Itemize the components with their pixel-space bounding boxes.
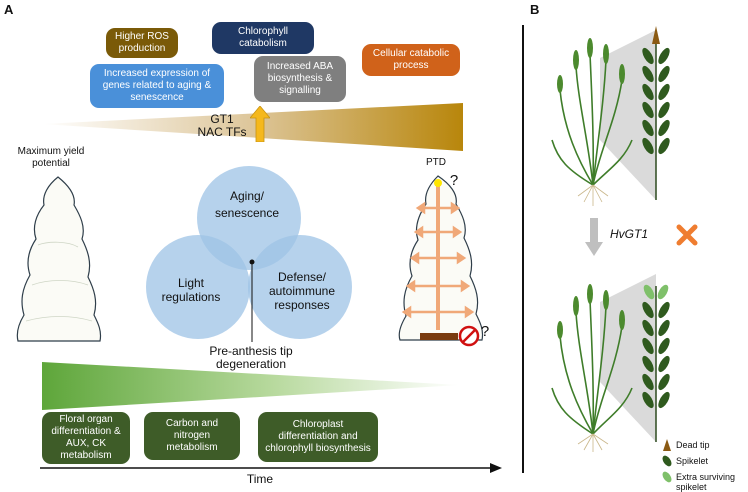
chlorophyll-box: Chlorophyll catabolism <box>212 22 314 54</box>
venn-diagram <box>146 166 352 342</box>
barley-plant-top <box>551 26 670 206</box>
down-arrow-icon <box>585 218 603 256</box>
left-spike-image <box>16 176 102 342</box>
dead-tip-dot <box>434 179 442 187</box>
venn-light-label: Light regulations <box>161 276 221 304</box>
venn-light <box>146 235 250 339</box>
green-wedge <box>42 362 460 410</box>
pre-anthesis-label: Pre-anthesis tip degeneration <box>209 344 293 371</box>
time-axis-arrow <box>40 463 502 473</box>
up-arrow-icon <box>250 106 270 142</box>
ptd-arrows <box>401 201 475 319</box>
panel-b-label: B <box>530 2 540 17</box>
venn-aging-label: Aging/ senescence <box>214 189 280 220</box>
aging-gradient-wedge <box>42 103 463 410</box>
time-label: Time <box>246 472 274 486</box>
ptd-question-bottom: ? <box>480 323 490 340</box>
legend-spikelet-icon <box>662 455 672 467</box>
carbon-box: Carbon and nitrogen metabolism <box>144 412 240 460</box>
venn-defense-label: Defense/ autoimmune responses <box>268 270 336 312</box>
barley-plant-bottom <box>551 274 670 452</box>
genes-box: Increased expression of genes related to… <box>90 64 224 108</box>
ptd-base-bar <box>420 333 458 340</box>
knockout-x-icon <box>676 224 698 246</box>
chloroplast-box: Chloroplast differentiation and chloroph… <box>258 412 378 462</box>
nac-label: NAC TFs <box>197 125 247 139</box>
cellular-box: Cellular catabolic process <box>362 44 460 76</box>
legend-spikelet-label: Spikelet <box>676 456 709 466</box>
ptd-question-top: ? <box>449 172 459 189</box>
dead-tip-marker-top <box>652 26 660 44</box>
legend-extra-spikelet-icon <box>662 471 672 483</box>
panel-divider <box>522 25 524 473</box>
aba-box: Increased ABA biosynthesis & signalling <box>254 56 346 102</box>
gold-wedge <box>42 103 463 151</box>
ros-box: Higher ROS production <box>106 28 178 58</box>
floral-box: Floral organ differentiation & AUX, CK m… <box>42 412 130 464</box>
hvgt1-label: HvGT1 <box>610 227 649 241</box>
gt1-label: GT1 <box>210 112 234 126</box>
max-yield-label: Maximum yield potential <box>17 146 85 169</box>
legend-dead-tip-label: Dead tip <box>676 440 710 450</box>
venn-defense <box>248 235 352 339</box>
legend-extra-spikelet-label: Extra surviving spikelet <box>676 472 736 492</box>
panel-a-label: A <box>4 2 14 17</box>
legend-dead-tip-icon <box>663 439 671 451</box>
no-sign-icon <box>458 325 480 347</box>
ptd-label: PTD <box>426 157 446 168</box>
